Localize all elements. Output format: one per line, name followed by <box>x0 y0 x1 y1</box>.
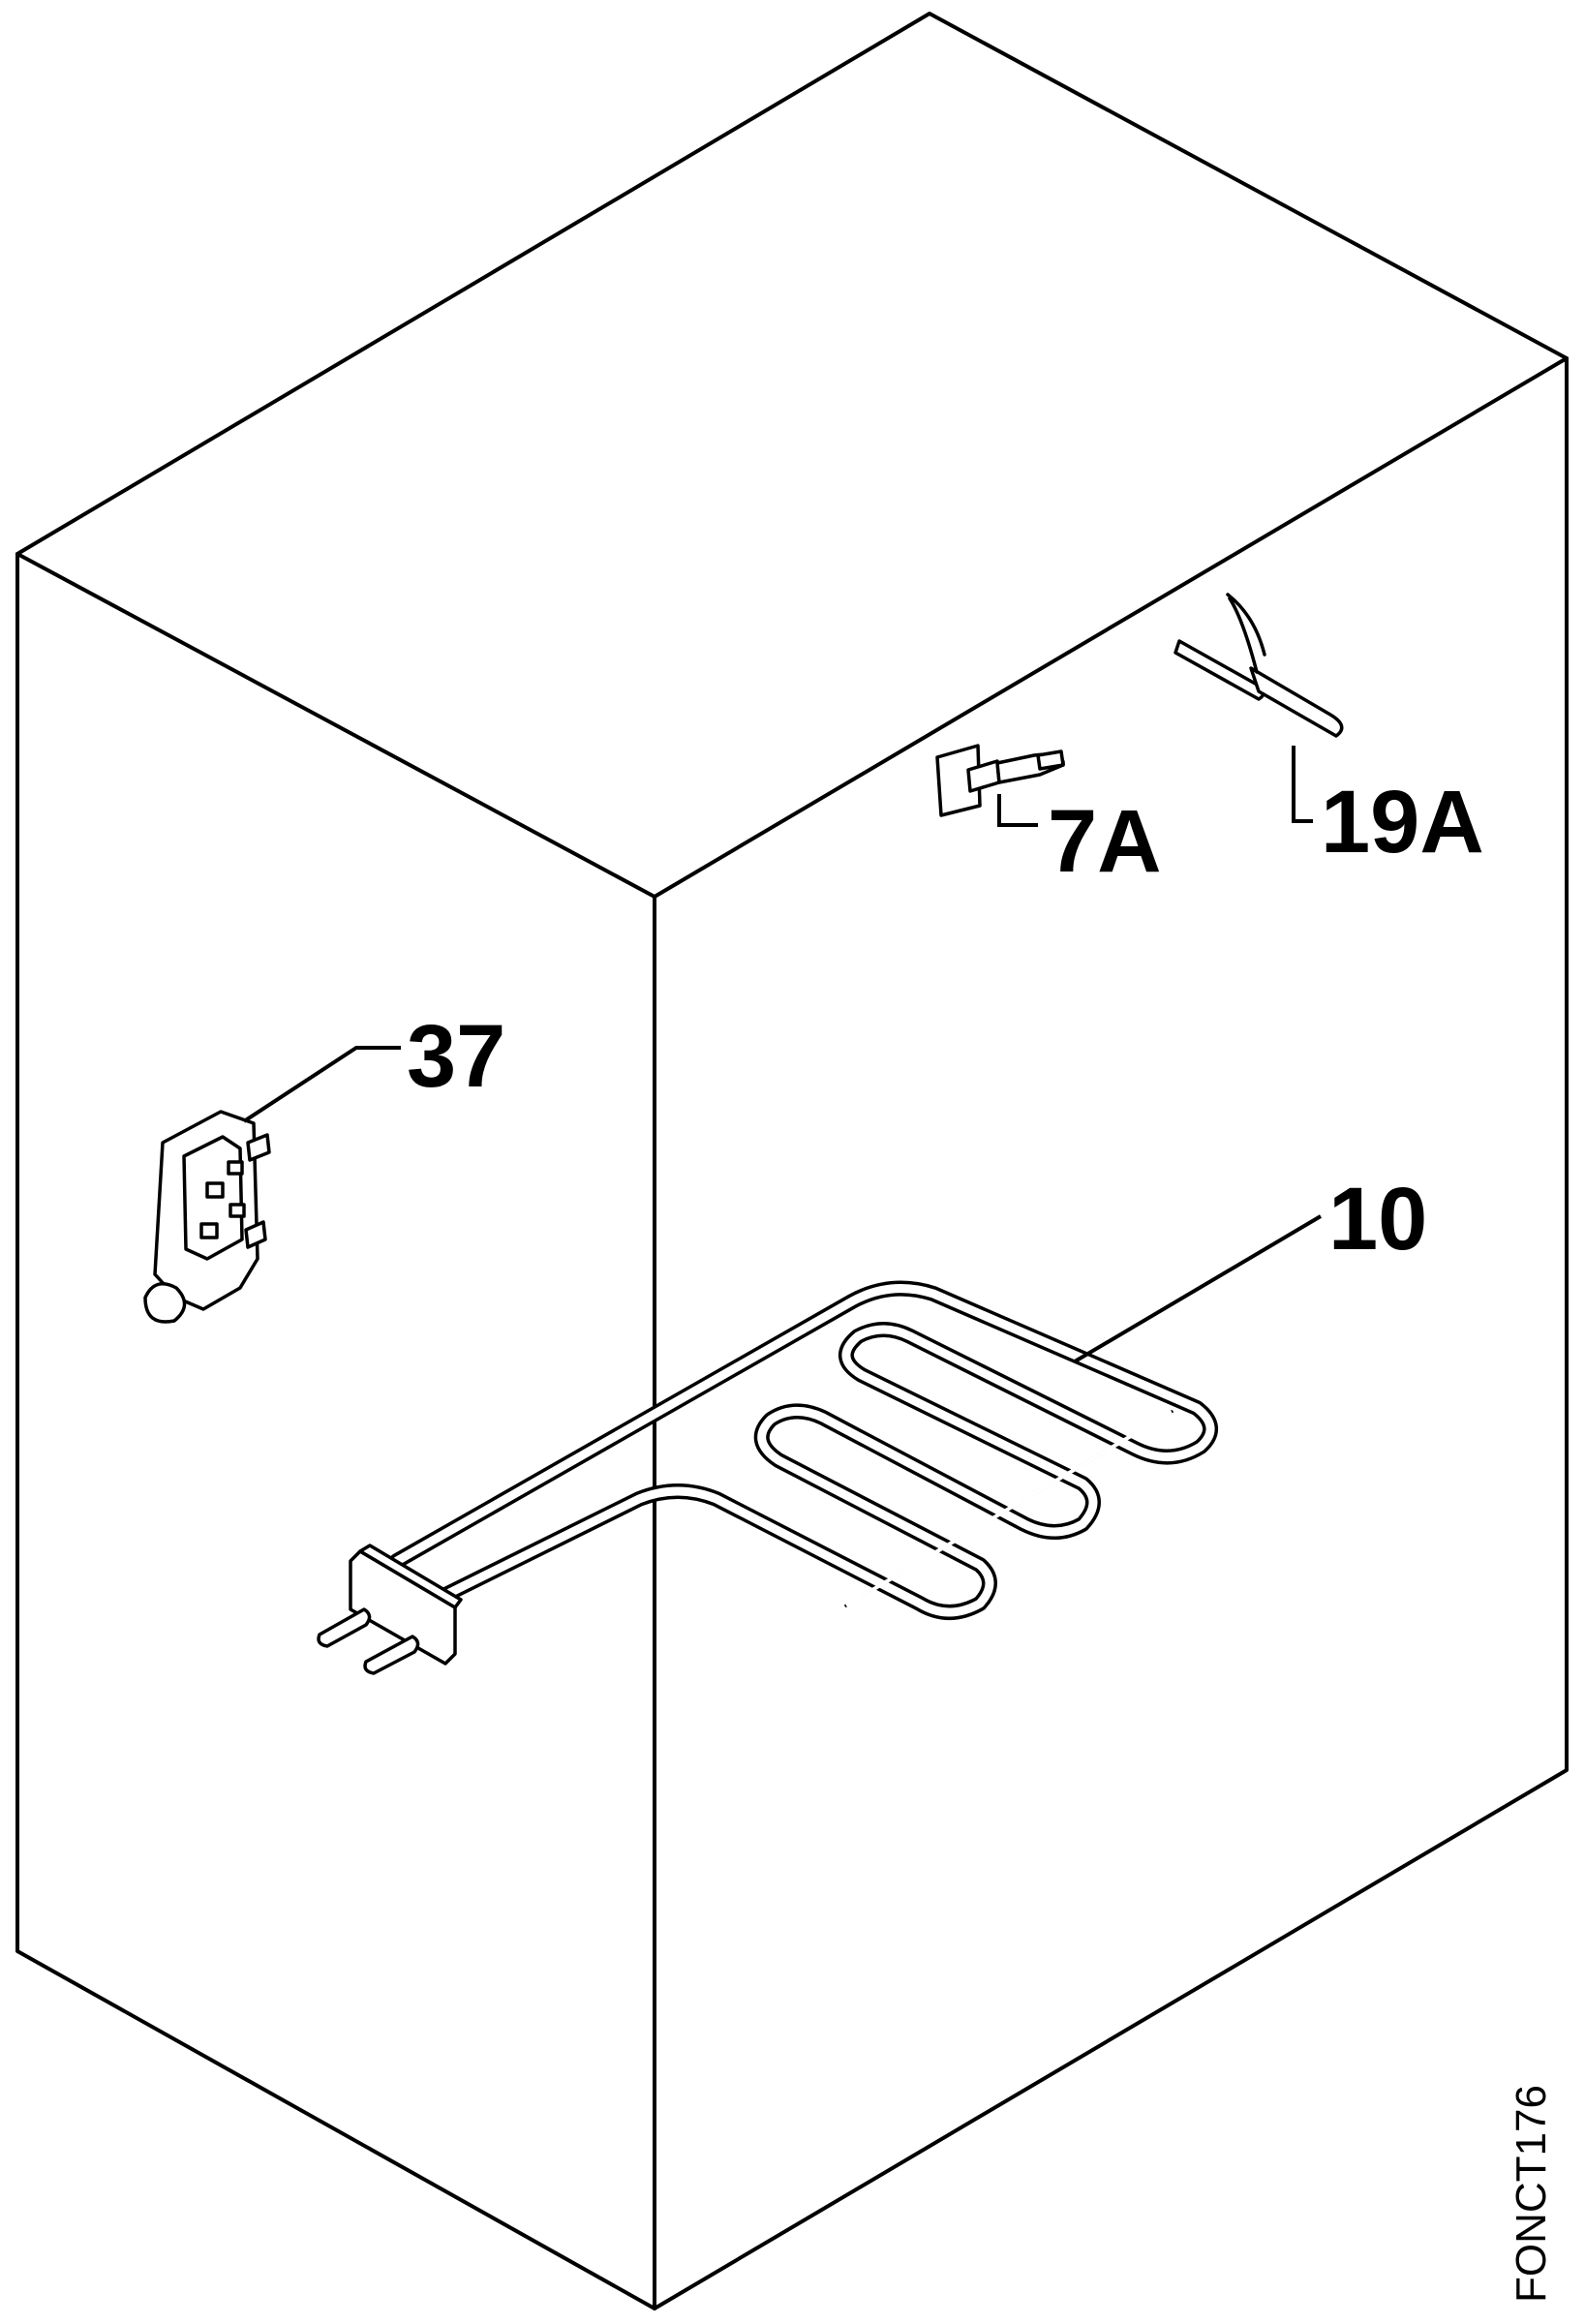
part-19a-temperature-sensor <box>1174 593 1344 738</box>
drawing-code-label: FONCT176 <box>1508 2085 1555 2303</box>
leader-line-19a <box>1292 746 1313 823</box>
part-10-grill-heating-element <box>317 1280 1218 1675</box>
part-7a-door-switch <box>935 744 1065 817</box>
callout-37-label: 37 <box>407 1007 505 1106</box>
callout-19a-label: 19A <box>1321 773 1484 872</box>
leader-line-7a <box>997 794 1038 827</box>
cavity-top-face <box>15 12 1569 899</box>
oven-cavity-outline <box>15 12 1569 2310</box>
callout-10-label: 10 <box>1328 1170 1427 1269</box>
part-37-terminal-block <box>143 1110 271 1324</box>
cavity-left-face <box>15 552 656 2310</box>
cavity-right-face <box>653 356 1569 2310</box>
leader-line-10 <box>1073 1214 1323 1363</box>
callout-7a-label: 7A <box>1048 792 1162 891</box>
leader-line-37 <box>242 1046 401 1123</box>
